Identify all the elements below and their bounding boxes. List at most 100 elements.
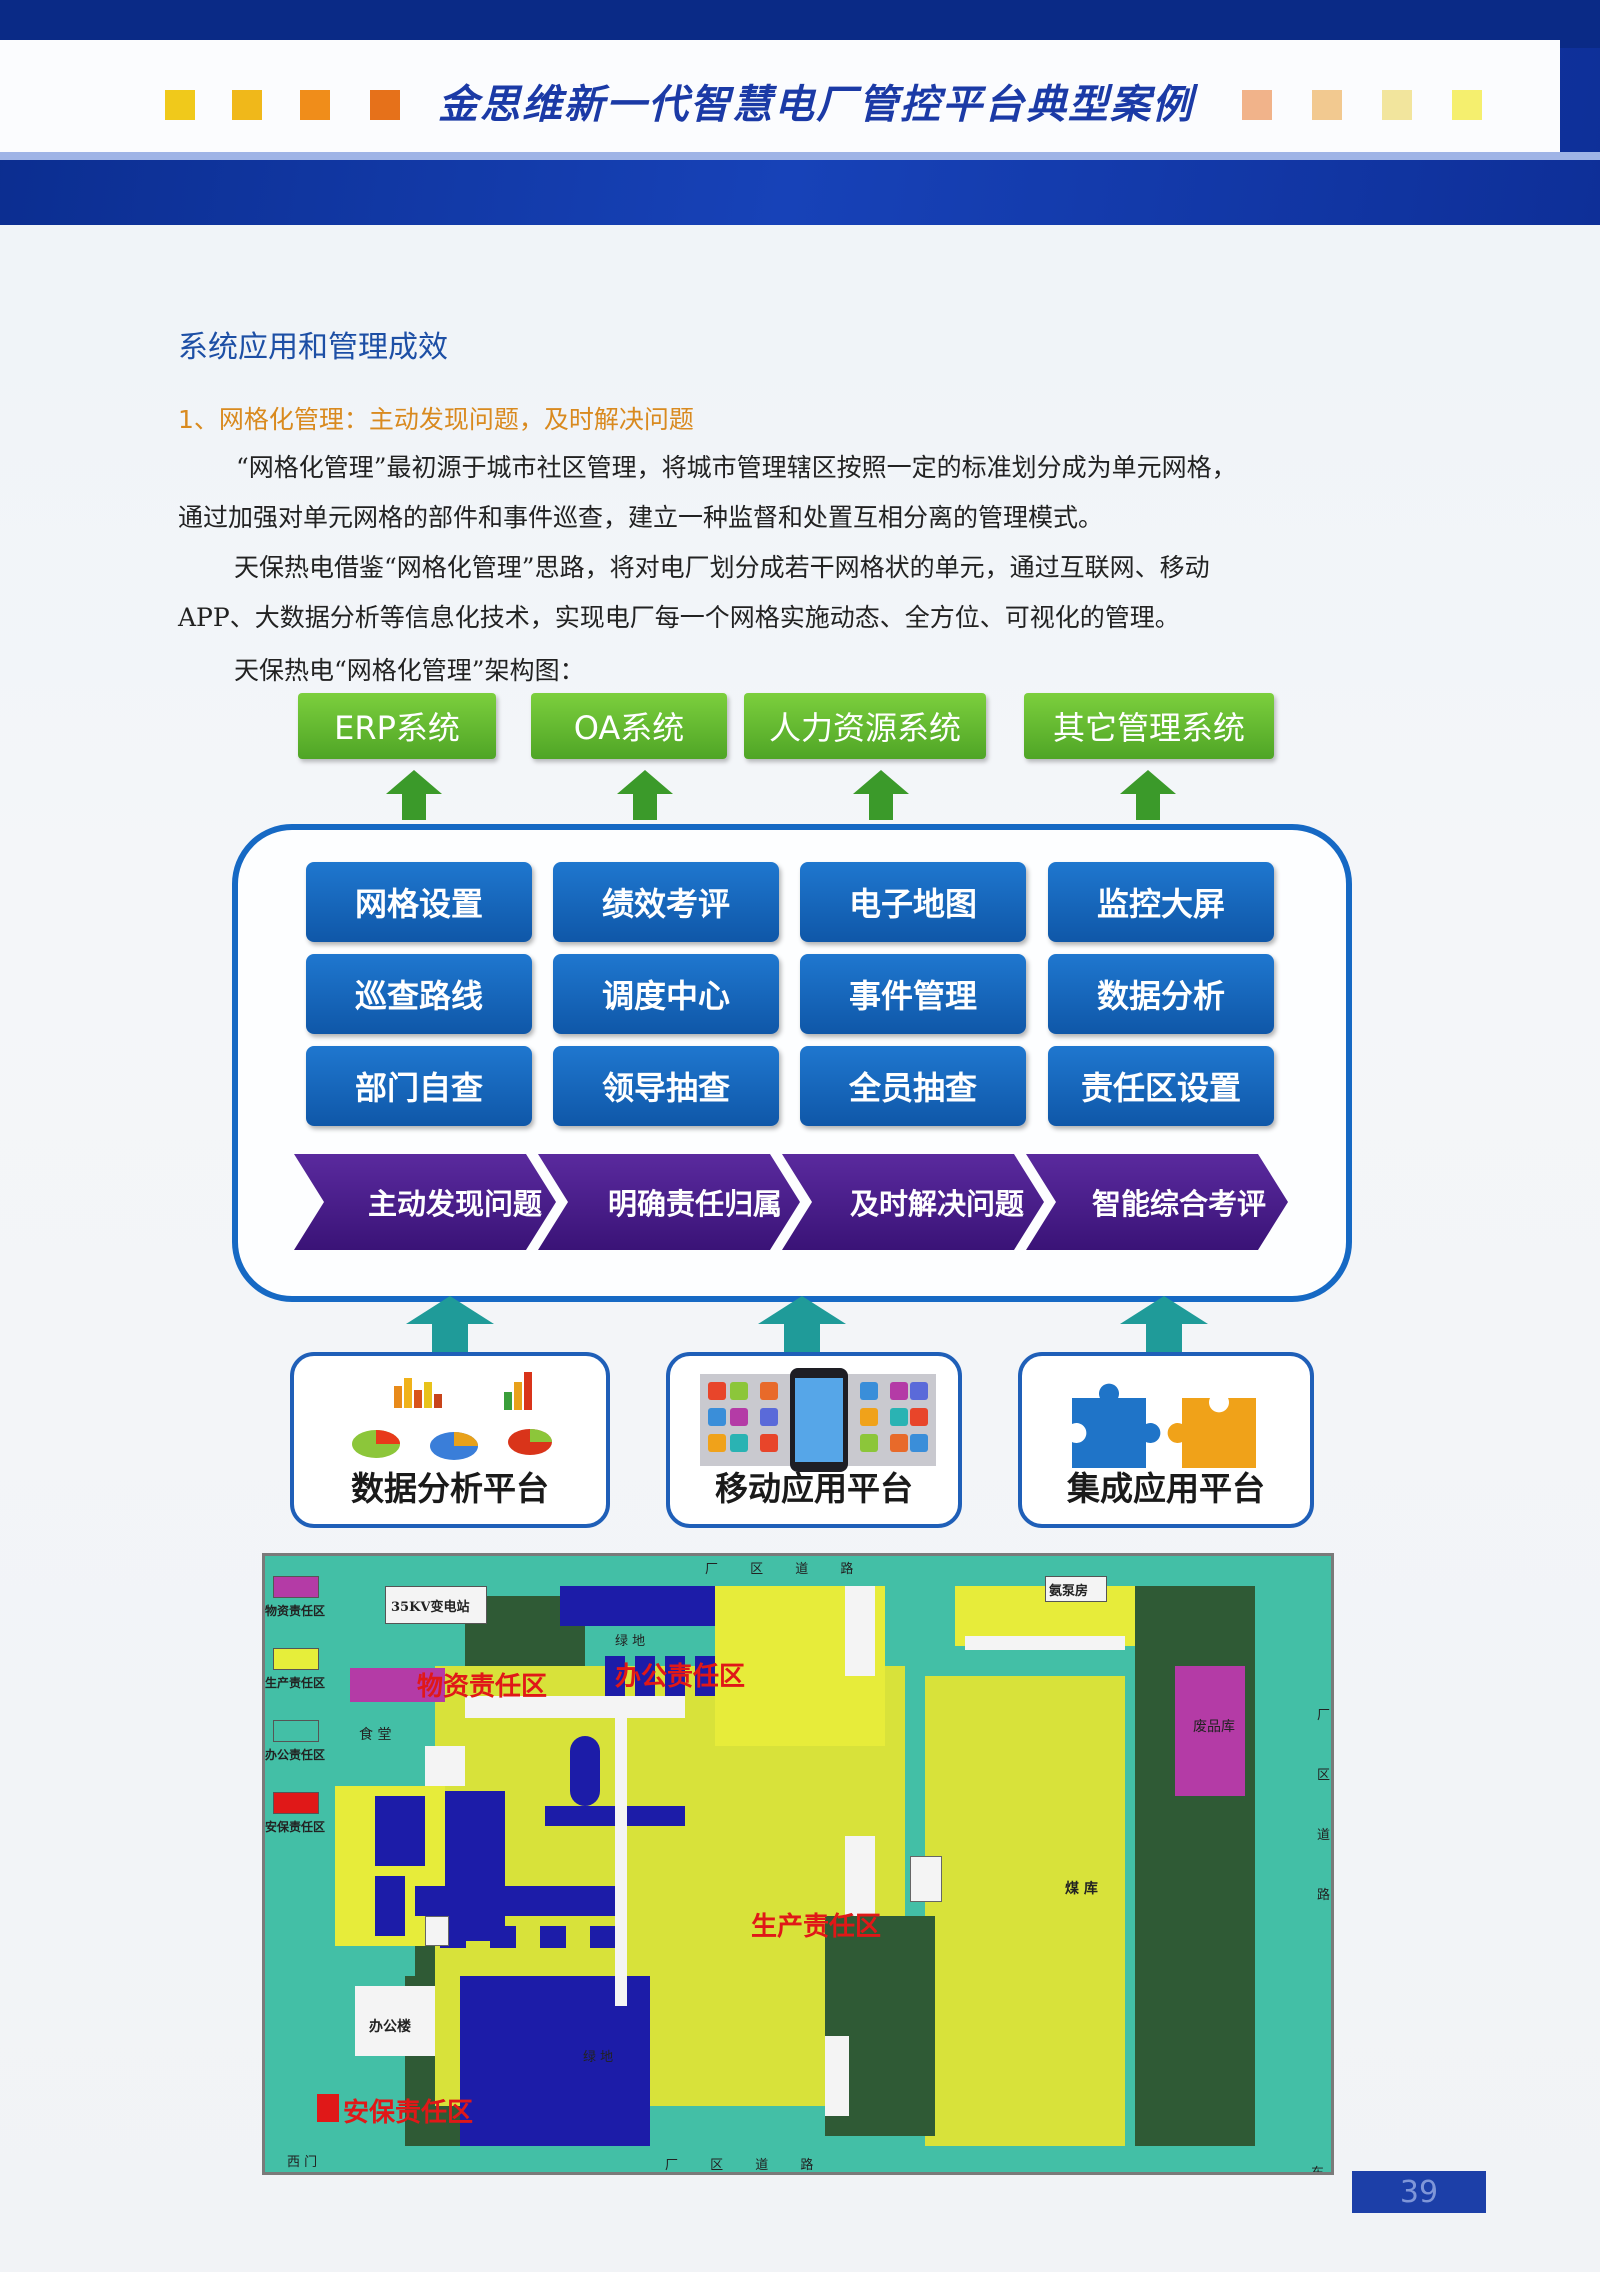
app-tile-icon (890, 1408, 908, 1426)
map-office-building (355, 1986, 435, 2056)
function-cell: 绩效考评 (553, 862, 779, 942)
platform-integration: 集成应用平台 (1018, 1352, 1314, 1528)
app-tile-icon (730, 1434, 748, 1452)
map-zone-label-security: 安保责任区 (343, 2098, 474, 2128)
process-chevron-2 (538, 1154, 800, 1250)
function-cell: 部门自查 (306, 1046, 532, 1126)
app-tile-icon (760, 1408, 778, 1426)
paragraph-line: 通过加强对单元网格的部件和事件巡查，建立一种监督和处置互相分离的管理模式。 (178, 503, 1104, 532)
process-chevron-4 (1026, 1154, 1288, 1250)
app-tile-icon (910, 1408, 928, 1426)
map-materials-zone (350, 1668, 445, 1702)
app-tile-icon (708, 1408, 726, 1426)
function-cell: 电子地图 (800, 862, 1026, 942)
process-step-3: 及时解决问题 (849, 1187, 1024, 1221)
process-chevrons (294, 1154, 1288, 1250)
map-zone-label-production: 生产责任区 (751, 1912, 882, 1942)
app-tile-icon (760, 1382, 778, 1400)
header-square (1452, 90, 1482, 120)
function-cell: 监控大屏 (1048, 862, 1274, 942)
map-coal-yard (925, 1676, 1125, 2146)
function-cell: 责任区设置 (1048, 1046, 1274, 1126)
app-tile-icon (708, 1382, 726, 1400)
app-tile-icon (910, 1382, 928, 1400)
process-chevron-3 (782, 1154, 1044, 1250)
app-tile-icon (708, 1434, 726, 1452)
function-cell: 事件管理 (800, 954, 1026, 1034)
app-tile-icon (860, 1408, 878, 1426)
header-square (300, 90, 330, 120)
arrow-up-icon (617, 770, 673, 822)
map-building (560, 1586, 715, 1626)
arrow-up-icon (386, 770, 442, 822)
map-label: 办公楼 (369, 2019, 411, 2035)
function-cell: 网格设置 (306, 862, 532, 942)
paragraph-line: “网格化管理”最初源于城市社区管理，将城市管理辖区按照一定的标准划分成为单元网格… (236, 453, 1237, 482)
map-building (375, 1796, 425, 1866)
header-square (1312, 90, 1342, 120)
process-step-2: 明确责任归属 (607, 1187, 782, 1221)
map-security-marker (317, 2094, 339, 2122)
puzzle-icon (1072, 1383, 1256, 1468)
function-cell: 数据分析 (1048, 954, 1274, 1034)
map-label: 厂 区 道 路 (665, 2158, 828, 2173)
map-white-block (425, 1916, 449, 1946)
paragraph-line: APP、大数据分析等信息化技术，实现电厂每一个网格实施动态、全方位、可视化的管理… (178, 603, 1180, 632)
map-road (615, 1706, 627, 2006)
map-building (590, 1926, 616, 1948)
header-stripe (0, 152, 1600, 160)
paragraph-line: 天保热电借鉴“网格化管理”思路，将对电厂划分成若干网格状的单元，通过互联网、移动 (234, 553, 1210, 582)
map-label: 煤 库 (1065, 1881, 1098, 1897)
app-tile-icon (890, 1434, 908, 1452)
function-cell: 调度中心 (553, 954, 779, 1034)
platform-data-analysis: 数据分析平台 (290, 1352, 610, 1528)
map-white-block (910, 1856, 942, 1902)
legend-swatch (273, 1576, 319, 1598)
legend-label: 物资责任区 (265, 1604, 326, 1618)
map-substation (385, 1586, 487, 1624)
map-zone-label-office: 办公责任区 (615, 1662, 746, 1692)
app-tile-icon (910, 1434, 928, 1452)
app-tile-icon (890, 1382, 908, 1400)
map-white-block (845, 1586, 875, 1676)
map-white-block (825, 2036, 849, 2116)
system-box-oa: OA系统 (531, 693, 727, 759)
arrow-up-icon (406, 1296, 494, 1358)
map-label: 厂 区 道 路 (1317, 1708, 1331, 1903)
section-title: 系统应用和管理成效 (178, 330, 448, 365)
chart-icons-graphic (352, 1372, 552, 1460)
legend-label: 安保责任区 (265, 1820, 326, 1834)
platform-label: 数据分析平台 (351, 1469, 549, 1508)
map-label: 35KV变电站 (391, 1600, 470, 1615)
header-square (1242, 90, 1272, 120)
system-box-hr: 人力资源系统 (744, 693, 986, 759)
map-waste-warehouse (1175, 1666, 1245, 1796)
function-cell: 全员抽查 (800, 1046, 1026, 1126)
arrow-up-icon (1120, 1296, 1208, 1358)
map-label: 废品库 (1193, 1719, 1235, 1735)
map-label: 东 (1311, 2166, 1325, 2175)
arrow-up-icon (853, 770, 909, 822)
legend-label: 办公责任区 (265, 1748, 326, 1762)
map-road (465, 1696, 685, 1718)
map-label: 厂 区 道 路 (705, 1562, 868, 1577)
map-building (445, 1791, 505, 1941)
bar-chart-icon (394, 1372, 532, 1410)
map-ammonia-house (1045, 1576, 1107, 1602)
header-square (232, 90, 262, 120)
map-building (635, 1656, 655, 1696)
arrow-up-icon (758, 1296, 846, 1358)
legend-swatch (273, 1720, 319, 1742)
process-chevron-1 (294, 1154, 556, 1250)
map-building (375, 1876, 405, 1936)
map-zone-label-materials: 物资责任区 (417, 1672, 548, 1702)
process-step-1: 主动发现问题 (367, 1187, 542, 1221)
mobile-apps-icon (700, 1368, 936, 1472)
app-tile-icon (730, 1408, 748, 1426)
map-building (605, 1656, 625, 1696)
map-label: 西 门 (287, 2155, 318, 2170)
plant-zone-map: 物资责任区生产责任区办公责任区安保责任区 35KV变电站 食 堂 办公楼 氨泵房… (262, 1553, 1334, 2175)
legend-swatch (273, 1648, 319, 1670)
map-building (695, 1656, 715, 1696)
map-label: 绿 地 (615, 1634, 646, 1649)
